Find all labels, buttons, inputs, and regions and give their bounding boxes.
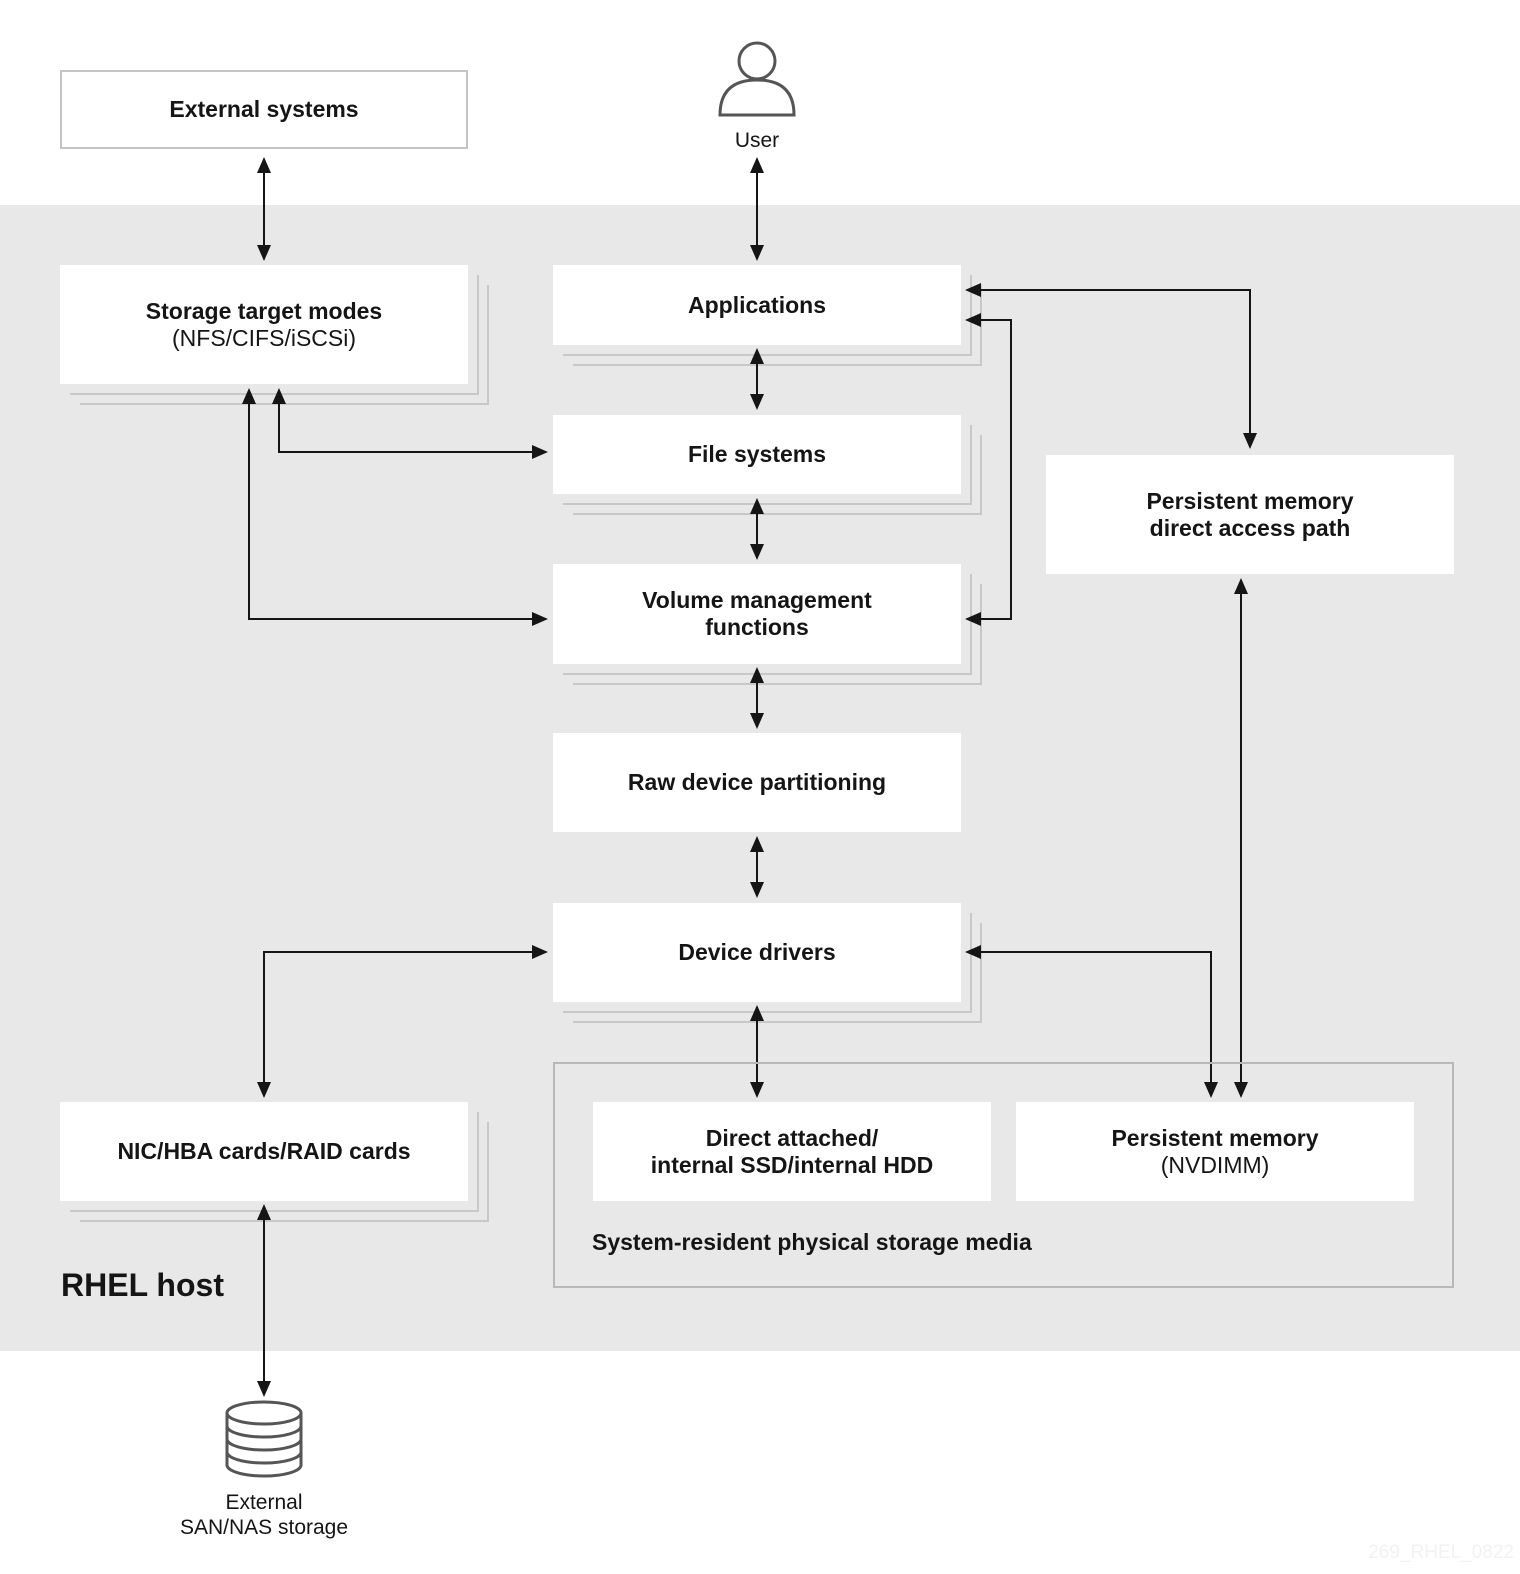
external-systems-label: External systems [169,96,359,122]
direct-attached-line1: Direct attached/ [705,1124,879,1151]
device-drivers-label: Device drivers [678,939,836,965]
rhel-host-label: RHEL host [61,1267,224,1303]
nic-hba-raid-box: NIC/HBA cards/RAID cards [60,1102,468,1201]
edge-device-drivers-nic-hba [257,945,548,1098]
edge-device-drivers-persistent-memory [965,945,1218,1098]
external-san-nas-label: External SAN/NAS storage [144,1490,384,1540]
external-san-nas-line1: External [225,1491,303,1514]
applications-label: Applications [687,291,826,318]
external-systems-box: External systems [60,70,468,149]
device-drivers-box: Device drivers [553,903,961,1002]
pmem-direct-access-box: Persistent memory direct access path [1046,455,1454,574]
pmem-direct-access-line2: direct access path [1149,514,1351,541]
volume-management-box: Volume management functions [553,564,961,664]
system-resident-storage-group [553,1062,1454,1288]
nic-hba-raid-label: NIC/HBA cards/RAID cards [117,1138,411,1164]
external-san-nas-line2: SAN/NAS storage [179,1516,349,1539]
storage-target-modes-box: Storage target modes (NFS/CIFS/iSCSi) [60,265,468,384]
image-code: 269_RHEL_0822 [1368,1542,1514,1563]
user-icon [718,41,796,117]
system-resident-storage-label: System-resident physical storage media [592,1229,1032,1255]
raw-device-partitioning-box: Raw device partitioning [553,733,961,832]
file-systems-label: File systems [687,441,827,467]
persistent-memory-subtitle: (NVDIMM) [1160,1151,1270,1178]
direct-attached-line2: internal SSD/internal HDD [650,1151,934,1178]
edge-storage-target-volume-management [242,388,548,626]
applications-box: Applications [553,265,961,345]
edge-storage-target-file-systems [272,388,548,459]
file-systems-box: File systems [553,415,961,494]
raw-device-partitioning-label: Raw device partitioning [627,769,887,795]
persistent-memory-box: Persistent memory (NVDIMM) [1016,1102,1414,1201]
storage-target-modes-subtitle: (NFS/CIFS/iSCSi) [172,324,356,351]
database-icon [225,1400,303,1478]
storage-target-modes-title: Storage target modes [145,297,383,324]
persistent-memory-title: Persistent memory [1111,1124,1319,1151]
pmem-direct-access-line1: Persistent memory [1146,487,1354,514]
volume-management-line1: Volume management [642,587,872,613]
edge-applications-pmem-direct-access [965,283,1257,449]
volume-management-line2: functions [705,614,809,640]
direct-attached-box: Direct attached/ internal SSD/internal H… [593,1102,991,1201]
user-label: User [734,129,780,152]
